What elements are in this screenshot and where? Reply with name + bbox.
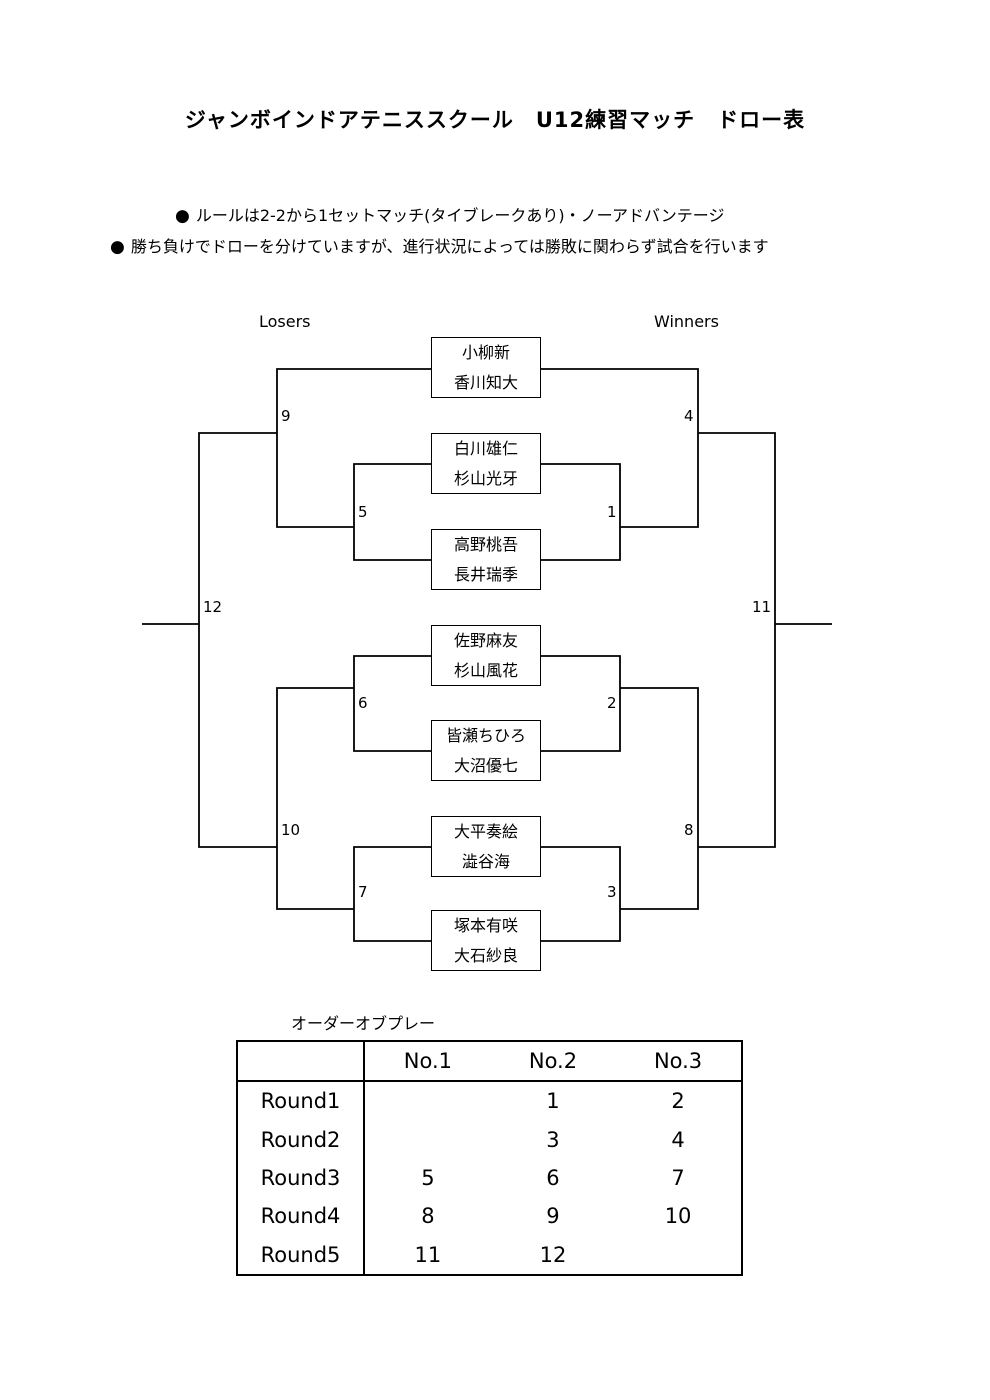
- table-cell: 11: [414, 1242, 442, 1267]
- losers-label: Losers: [259, 312, 311, 331]
- round-label: Round3: [237, 1158, 365, 1198]
- pair-box-2: 白川雄仁 杉山光牙: [431, 433, 541, 494]
- table-header-row: No.1 No.2 No.3: [237, 1041, 742, 1082]
- winners-label: Winners: [654, 312, 719, 331]
- bracket-line-m10: [276, 687, 354, 910]
- bracket-line-m12: [198, 432, 277, 848]
- table-cell: 1: [546, 1089, 560, 1114]
- table-row: Round3 5 6 7: [237, 1158, 742, 1198]
- table-row: Round4 8 9 10: [237, 1197, 742, 1236]
- player-name: 長井瑞季: [453, 565, 518, 584]
- player-name: 白川雄仁: [453, 439, 518, 458]
- player-name: 大石紗良: [453, 946, 518, 965]
- table-row: Round5 11 12: [237, 1235, 742, 1275]
- rule-line-1: ● ルールは2-2から1セットマッチ(タイブレークあり)・ノーアドバンテージ: [175, 202, 724, 226]
- player-name: 佐野麻友: [453, 631, 518, 650]
- match-number-2: 2: [607, 694, 617, 712]
- player-name: 大平奏絵: [453, 822, 518, 841]
- match-number-1: 1: [607, 503, 617, 521]
- player-name: 杉山風花: [453, 661, 518, 680]
- table-cell: [364, 1121, 491, 1159]
- table-cell: 12: [539, 1242, 567, 1267]
- player-name: 香川知大: [453, 373, 518, 392]
- bracket-line-m9: [276, 368, 431, 528]
- bracket-line-m6: [353, 655, 431, 752]
- bracket-line-m4: [541, 368, 699, 528]
- match-number-5: 5: [358, 503, 368, 521]
- bracket-line-m1: [541, 463, 621, 561]
- table-cell: 5: [421, 1165, 435, 1190]
- table-row: Round2 3 4: [237, 1120, 742, 1159]
- rule-text: ルールは2-2から1セットマッチ(タイブレークあり)・ノーアドバンテージ: [195, 206, 725, 225]
- table-cell: 7: [671, 1165, 685, 1190]
- rule-line-2: ● 勝ち負けでドローを分けていますが、進行状況によっては勝敗に関わらず試合を行いま…: [110, 233, 769, 257]
- player-name: 塚本有咲: [453, 916, 518, 935]
- table-header-cell: No.1: [364, 1041, 491, 1082]
- match-number-4: 4: [684, 407, 694, 425]
- match-number-6: 6: [358, 694, 368, 712]
- round-label: Round4: [237, 1197, 365, 1236]
- pair-box-7: 塚本有咲 大石紗良: [431, 910, 541, 971]
- bracket-line-m8: [620, 687, 699, 910]
- player-name: 澁谷海: [461, 852, 510, 871]
- table-header-cell: [237, 1041, 365, 1082]
- round-label: Round1: [237, 1081, 365, 1121]
- bullet-icon: ●: [175, 206, 190, 226]
- pair-box-3: 高野桃吾 長井瑞季: [431, 529, 541, 590]
- pair-box-4: 佐野麻友 杉山風花: [431, 625, 541, 686]
- match-number-11: 11: [752, 598, 772, 616]
- player-name: 高野桃吾: [453, 535, 518, 554]
- table-cell: 9: [546, 1204, 560, 1229]
- table-cell: 4: [671, 1127, 685, 1152]
- pair-box-1: 小柳新 香川知大: [431, 337, 541, 398]
- table-cell: 6: [546, 1165, 560, 1190]
- player-name: 大沼優七: [453, 756, 518, 775]
- player-name: 杉山光牙: [453, 469, 518, 488]
- match-number-9: 9: [281, 407, 291, 425]
- table-header-cell: No.3: [615, 1041, 742, 1082]
- draw-bracket-lines: [142, 368, 832, 942]
- bracket-line-m3: [541, 846, 621, 942]
- round-label: Round2: [237, 1120, 365, 1159]
- rule-text: 勝ち負けでドローを分けていますが、進行状況によっては勝敗に関わらず試合を行います: [130, 237, 769, 256]
- player-name: 皆瀬ちひろ: [445, 726, 526, 745]
- table-cell: 8: [421, 1204, 435, 1229]
- table-header-cell: No.2: [490, 1041, 616, 1082]
- bracket-line-m5: [353, 463, 431, 561]
- match-number-10: 10: [281, 821, 301, 839]
- bullet-icon: ●: [110, 237, 125, 257]
- pair-box-5: 皆瀬ちひろ 大沼優七: [431, 720, 541, 781]
- page-title: ジャンボインドアテニススクール U12練習マッチ ドロー表: [184, 108, 806, 132]
- bracket-line-m7: [353, 846, 431, 942]
- match-number-7: 7: [358, 883, 368, 901]
- match-number-3: 3: [607, 883, 617, 901]
- match-number-8: 8: [684, 821, 694, 839]
- order-of-play-label: オーダーオブプレー: [291, 1014, 436, 1033]
- match-number-12: 12: [203, 598, 223, 616]
- player-name: 小柳新: [461, 343, 510, 362]
- bracket-line-m11: [698, 432, 776, 848]
- round-label: Round5: [237, 1235, 365, 1275]
- pair-box-6: 大平奏絵 澁谷海: [431, 816, 541, 877]
- table-row: Round1 1 2: [237, 1081, 742, 1121]
- table-cell: [615, 1235, 742, 1275]
- order-of-play-table: No.1 No.2 No.3 Round1 1 2 Round2 3 4 Rou…: [236, 1040, 743, 1276]
- table-cell: 2: [671, 1089, 685, 1114]
- bracket-line-m2: [541, 655, 621, 752]
- table-cell: 3: [546, 1127, 560, 1152]
- table-cell: [364, 1081, 491, 1121]
- table-cell: 10: [664, 1204, 692, 1229]
